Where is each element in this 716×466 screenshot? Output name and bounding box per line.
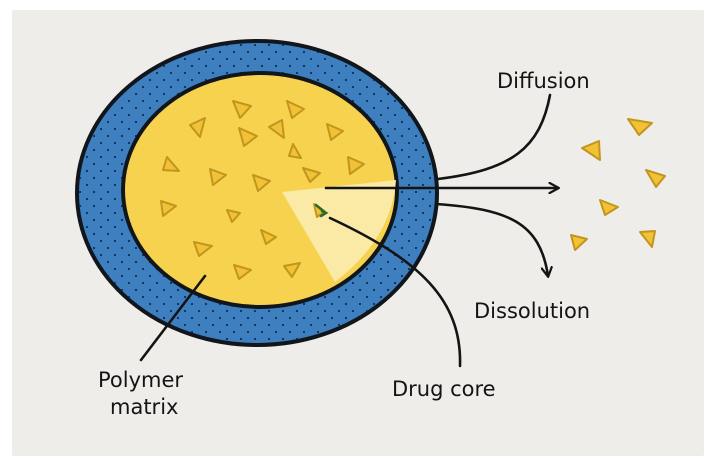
diffusion-label: Diffusion	[497, 69, 590, 93]
dissolution-arrow	[436, 204, 548, 276]
polymer-matrix-label-line1: Polymer	[98, 368, 183, 392]
dissolution-label: Dissolution	[474, 299, 590, 323]
drug-core-label: Drug core	[392, 377, 496, 401]
released-particles	[571, 119, 665, 250]
diffusion-leader-line	[438, 95, 550, 179]
polymer-matrix-label-line2: matrix	[110, 395, 178, 419]
